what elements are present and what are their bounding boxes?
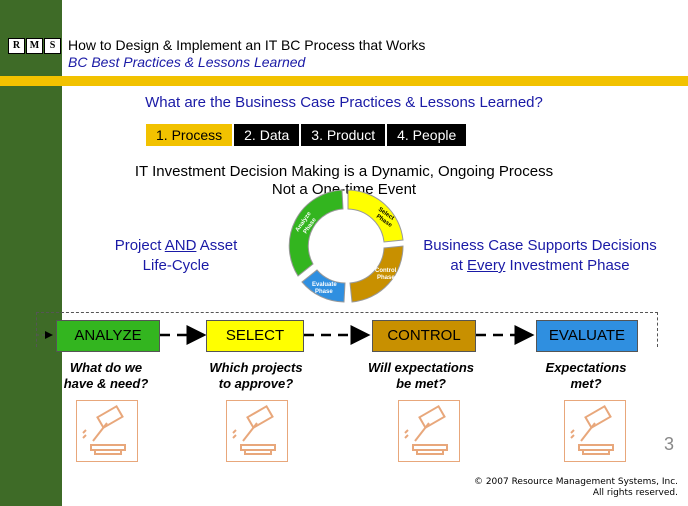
cycle-control-segment bbox=[349, 245, 404, 303]
logo-letter: M bbox=[26, 38, 43, 54]
cycle-control-label: Control bbox=[375, 268, 397, 274]
analyze-question-line1: What do we bbox=[69, 360, 143, 375]
evaluate-question: Expectations met? bbox=[516, 360, 656, 392]
right-note: Business Case Supports Decisions at Ever… bbox=[402, 236, 678, 276]
select-question-line2: to approve? bbox=[218, 376, 294, 391]
phase-select: SELECT bbox=[206, 320, 304, 352]
evaluate-question-line1: Expectations bbox=[545, 360, 627, 375]
cycle-evaluate-label-2: Phase bbox=[315, 289, 333, 295]
phase-analyze: ANALYZE bbox=[56, 320, 160, 352]
cycle-select-segment bbox=[347, 189, 404, 243]
logo-letter: R bbox=[8, 38, 25, 54]
evaluate-question-line2: met? bbox=[570, 376, 602, 391]
left-note-emph: AND bbox=[164, 237, 197, 254]
tab-people[interactable]: 4. People bbox=[387, 124, 467, 146]
cycle-analyze-segment bbox=[288, 189, 344, 277]
select-question-line1: Which projects bbox=[209, 360, 303, 375]
copyright-line1: © 2007 Resource Management Systems, Inc. bbox=[473, 477, 678, 487]
logo-letter: S bbox=[44, 38, 61, 54]
gavel-icon bbox=[76, 400, 138, 462]
analyze-question: What do we have & need? bbox=[36, 360, 176, 392]
phase-cycle-diagram: Select Phase Analyze Phase Control Phase… bbox=[288, 189, 404, 303]
header-area bbox=[62, 0, 688, 76]
control-question: Will expectations be met? bbox=[346, 360, 496, 392]
copyright-notice: © 2007 Resource Management Systems, Inc.… bbox=[474, 477, 678, 499]
slide-title: How to Design & Implement an IT BC Proce… bbox=[68, 37, 426, 53]
gavel-icon bbox=[564, 400, 626, 462]
tab-data[interactable]: 2. Data bbox=[234, 124, 300, 146]
control-question-line1: Will expectations bbox=[367, 360, 475, 375]
cycle-feedback-loop bbox=[36, 312, 658, 347]
left-note-line2: Life-Cycle bbox=[142, 257, 210, 274]
topic-tabs: 1. Process 2. Data 3. Product 4. People bbox=[146, 124, 468, 146]
cycle-evaluate-label: Evaluate bbox=[312, 282, 337, 288]
section-question: What are the Business Case Practices & L… bbox=[145, 94, 543, 111]
right-note-line1: Business Case Supports Decisions bbox=[423, 237, 657, 254]
statement-line-1: IT Investment Decision Making is a Dynam… bbox=[134, 163, 554, 180]
cycle-evaluate-segment bbox=[301, 269, 346, 303]
tab-product[interactable]: 3. Product bbox=[301, 124, 386, 146]
header-divider-bar bbox=[0, 76, 688, 86]
right-note-post: Investment Phase bbox=[505, 257, 630, 274]
statement-line-2: Not a One-time Event bbox=[271, 181, 417, 198]
right-note-emph: Every bbox=[467, 257, 506, 274]
page-number: 3 bbox=[664, 434, 675, 454]
copyright-line2: All rights reserved. bbox=[592, 488, 678, 498]
gavel-icon bbox=[226, 400, 288, 462]
control-question-line2: be met? bbox=[396, 376, 446, 391]
select-question: Which projects to approve? bbox=[186, 360, 326, 392]
left-note-post: Asset bbox=[196, 237, 238, 254]
right-note-pre: at bbox=[450, 257, 468, 274]
rms-logo: R M S bbox=[8, 38, 61, 54]
cycle-control-label-2: Phase bbox=[377, 275, 395, 281]
analyze-question-line2: have & need? bbox=[63, 376, 149, 391]
slide-subtitle: BC Best Practices & Lessons Learned bbox=[68, 54, 306, 70]
left-note-pre: Project bbox=[114, 237, 165, 254]
tab-process[interactable]: 1. Process bbox=[146, 124, 233, 146]
left-note: Project AND Asset Life-Cycle bbox=[86, 236, 266, 276]
gavel-icon bbox=[398, 400, 460, 462]
phase-evaluate: EVALUATE bbox=[536, 320, 638, 352]
phase-control: CONTROL bbox=[372, 320, 476, 352]
